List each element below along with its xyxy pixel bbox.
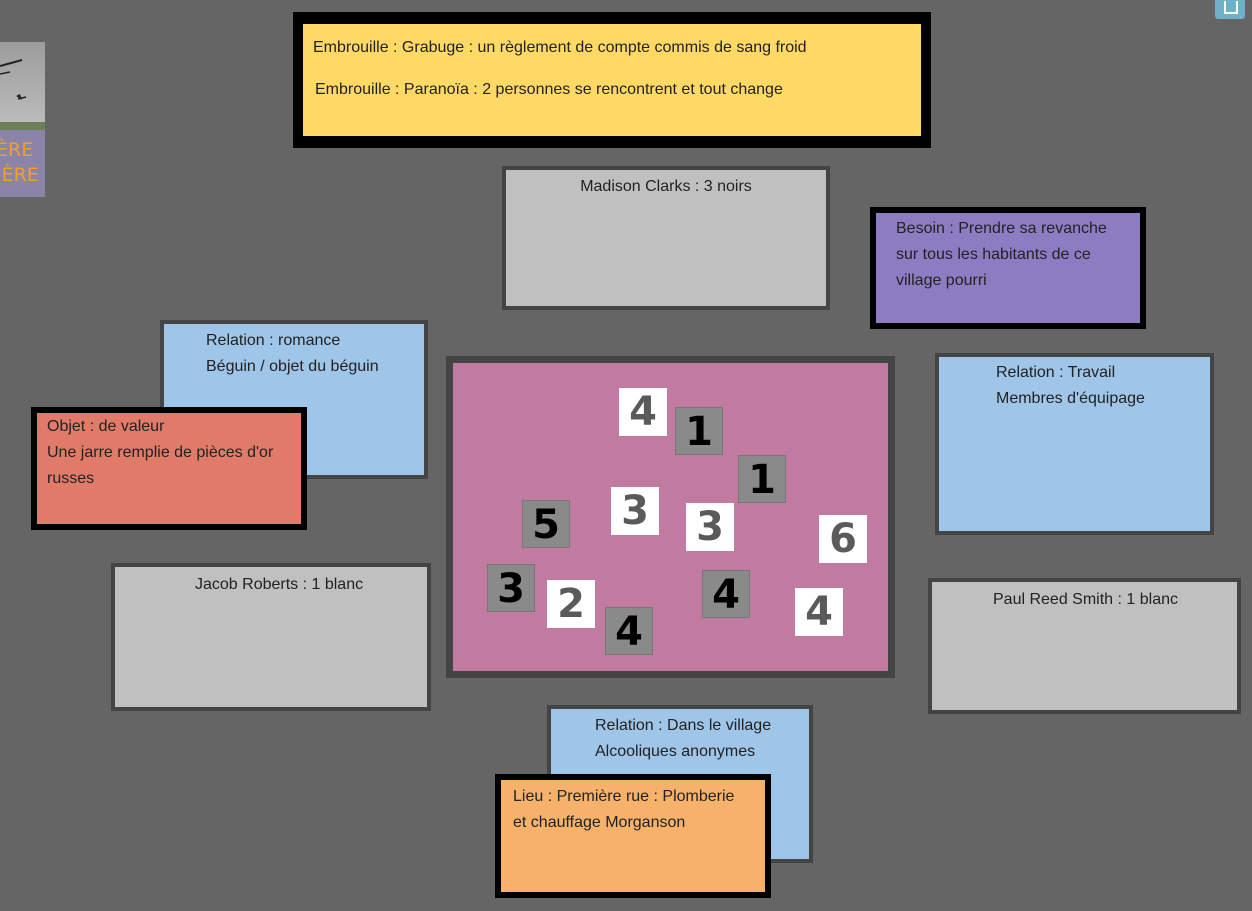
objet-card[interactable]: Objet : de valeur Une jarre remplie de p… xyxy=(31,407,307,530)
thumbnail-grass xyxy=(0,122,45,132)
besoin-line-3: village pourri xyxy=(896,272,987,289)
die[interactable]: 4 xyxy=(605,607,653,655)
objet-line-1: Objet : de valeur xyxy=(47,418,165,435)
thumbnail-caption-line-2: IÈRE xyxy=(0,164,39,186)
relation-card-travail[interactable]: Relation : Travail Membres d'équipage xyxy=(935,353,1214,535)
relation-title: Relation : romance xyxy=(206,332,341,349)
die[interactable]: 3 xyxy=(686,503,734,551)
relation-detail: Alcooliques anonymes xyxy=(595,743,756,760)
trash-button[interactable] xyxy=(1215,0,1245,19)
character-label: Paul Reed Smith : 1 blanc xyxy=(993,591,1178,608)
besoin-line-2: sur tous les habitants de ce xyxy=(896,246,1091,263)
die[interactable]: 1 xyxy=(675,407,723,455)
die[interactable]: 3 xyxy=(487,564,535,612)
thumbnail-caption: ÈRE IÈRE xyxy=(0,130,45,197)
thumbnail-image[interactable]: ÈRE IÈRE xyxy=(0,42,45,197)
die[interactable]: 2 xyxy=(547,580,595,628)
character-label: Madison Clarks : 3 noirs xyxy=(580,178,752,195)
lieu-line-2: et chauffage Morganson xyxy=(513,814,686,831)
trash-icon xyxy=(1224,1,1238,14)
die[interactable]: 4 xyxy=(702,570,750,618)
thumbnail-photo xyxy=(0,42,45,129)
besoin-line-1: Besoin : Prendre sa revanche xyxy=(896,220,1107,237)
lieu-line-1: Lieu : Première rue : Plomberie xyxy=(513,788,735,805)
relation-title: Relation : Travail xyxy=(996,364,1116,381)
relation-detail: Béguin / objet du béguin xyxy=(206,358,379,375)
embrouille-line-1: Embrouille : Grabuge : un règlement de c… xyxy=(313,39,807,56)
character-label: Jacob Roberts : 1 blanc xyxy=(195,576,364,593)
die[interactable]: 4 xyxy=(619,388,667,436)
die[interactable]: 3 xyxy=(611,487,659,535)
dice-board: 4 1 1 5 3 3 6 3 2 4 4 4 xyxy=(446,356,895,678)
character-card-paul[interactable]: Paul Reed Smith : 1 blanc xyxy=(928,578,1241,714)
objet-line-3: russes xyxy=(47,470,95,487)
lieu-card[interactable]: Lieu : Première rue : Plomberie et chauf… xyxy=(495,774,771,898)
embrouille-line-2: Embrouille : Paranoïa : 2 personnes se r… xyxy=(315,81,783,98)
die[interactable]: 1 xyxy=(738,455,786,503)
die[interactable]: 6 xyxy=(819,515,867,563)
die[interactable]: 4 xyxy=(795,588,843,636)
relation-title: Relation : Dans le village xyxy=(595,717,772,734)
thumbnail-caption-line-1: ÈRE xyxy=(0,139,34,161)
embrouille-card[interactable]: Embrouille : Grabuge : un règlement de c… xyxy=(293,12,931,148)
objet-line-2: Une jarre remplie de pièces d'or xyxy=(47,444,274,461)
plane-icon xyxy=(0,59,27,100)
relation-detail: Membres d'équipage xyxy=(996,390,1145,407)
character-card-jacob[interactable]: Jacob Roberts : 1 blanc xyxy=(111,563,431,711)
besoin-card[interactable]: Besoin : Prendre sa revanche sur tous le… xyxy=(870,207,1146,329)
die[interactable]: 5 xyxy=(522,500,570,548)
character-card-madison[interactable]: Madison Clarks : 3 noirs xyxy=(502,166,830,310)
